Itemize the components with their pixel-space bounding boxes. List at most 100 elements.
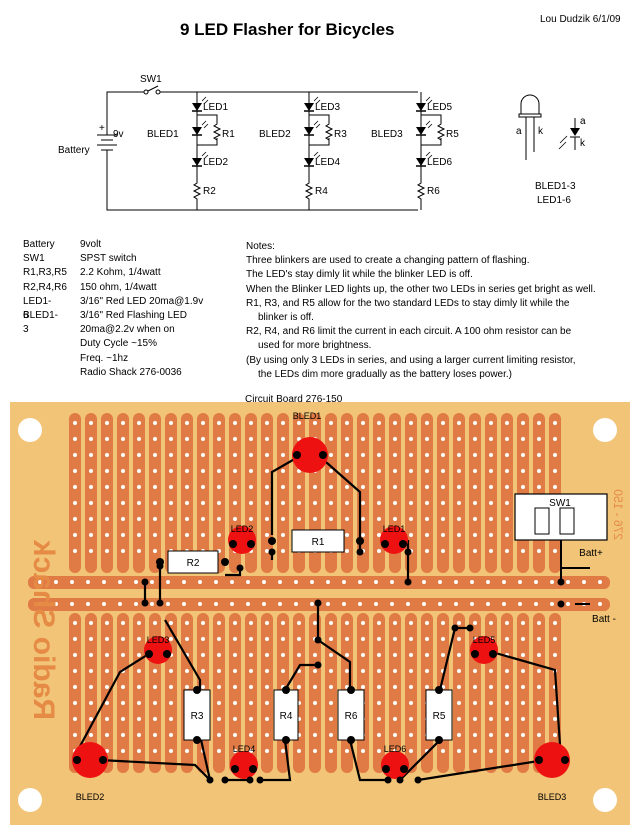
board-part-number: 276 - 150 [611, 489, 625, 540]
led-label: LED1 [383, 524, 406, 534]
pad [457, 653, 461, 657]
pad [361, 653, 365, 657]
pad [278, 580, 282, 584]
blinker-led-symbol [303, 120, 321, 136]
pad [393, 517, 397, 521]
pad [310, 602, 314, 606]
pad [294, 580, 298, 584]
pad [121, 421, 125, 425]
pad [182, 602, 186, 606]
copper-strip [69, 413, 81, 573]
pad [102, 602, 106, 606]
pad [518, 580, 522, 584]
pad [73, 701, 77, 705]
pad [249, 517, 253, 521]
pad [137, 621, 141, 625]
copper-strip [501, 613, 513, 773]
pad [553, 621, 557, 625]
blinker-label: BLED2 [259, 129, 291, 140]
pad [345, 437, 349, 441]
pad [534, 602, 538, 606]
pad [550, 580, 554, 584]
pad [393, 653, 397, 657]
pad [182, 580, 186, 584]
limit-resistor-label: R4 [315, 186, 328, 197]
pad [377, 485, 381, 489]
pad [201, 437, 205, 441]
pad [537, 701, 541, 705]
pad [185, 485, 189, 489]
pad [134, 580, 138, 584]
pad [553, 469, 557, 473]
pad [358, 602, 362, 606]
pad [230, 602, 234, 606]
mounting-holes [18, 418, 617, 812]
pad [358, 580, 362, 584]
bottom-led-label: LED6 [427, 157, 452, 168]
pad [313, 485, 317, 489]
top-led-label: LED5 [427, 102, 452, 113]
pad [217, 685, 221, 689]
pad [425, 653, 429, 657]
pad [313, 749, 317, 753]
pad [361, 621, 365, 625]
pad [102, 580, 106, 584]
pad [137, 421, 141, 425]
pad [217, 701, 221, 705]
pad [217, 621, 221, 625]
pad [361, 469, 365, 473]
pad [505, 485, 509, 489]
blinker-led [292, 437, 328, 473]
pad [502, 580, 506, 584]
pad [345, 485, 349, 489]
pad [393, 717, 397, 721]
pad [361, 637, 365, 641]
pad [473, 533, 477, 537]
copper-strip [213, 613, 225, 773]
pad [73, 621, 77, 625]
copper-strip [549, 613, 561, 773]
pad [265, 717, 269, 721]
pad [457, 749, 461, 753]
pad [457, 437, 461, 441]
pad [553, 549, 557, 553]
blinker-led-label: BLED3 [538, 792, 567, 802]
pad [214, 602, 218, 606]
pad [153, 453, 157, 457]
pad [137, 437, 141, 441]
pad [409, 701, 413, 705]
pad [313, 733, 317, 737]
led [230, 751, 258, 779]
pad [537, 437, 541, 441]
pad [326, 580, 330, 584]
pad [105, 685, 109, 689]
pad [262, 580, 266, 584]
pad [390, 580, 394, 584]
pad [201, 621, 205, 625]
circuit-board-label: Circuit Board 276-150 [245, 394, 343, 405]
pad [54, 602, 58, 606]
resistor-label: R5 [433, 711, 446, 722]
pad [153, 621, 157, 625]
pad [153, 669, 157, 673]
pad [486, 580, 490, 584]
pad [121, 749, 125, 753]
pad [121, 621, 125, 625]
led-caption-1: BLED1-3 [535, 181, 576, 192]
pad [281, 517, 285, 521]
pad [169, 469, 173, 473]
pad [281, 549, 285, 553]
pad [425, 421, 429, 425]
pad [150, 602, 154, 606]
pad [153, 469, 157, 473]
pad [201, 421, 205, 425]
pad [217, 453, 221, 457]
pad [233, 637, 237, 641]
pad [89, 517, 93, 521]
led-caption-2: LED1-6 [537, 195, 571, 206]
part-desc: Duty Cycle ~15% [80, 338, 157, 350]
batt-plus-label: Batt+ [579, 548, 603, 559]
pad [489, 469, 493, 473]
